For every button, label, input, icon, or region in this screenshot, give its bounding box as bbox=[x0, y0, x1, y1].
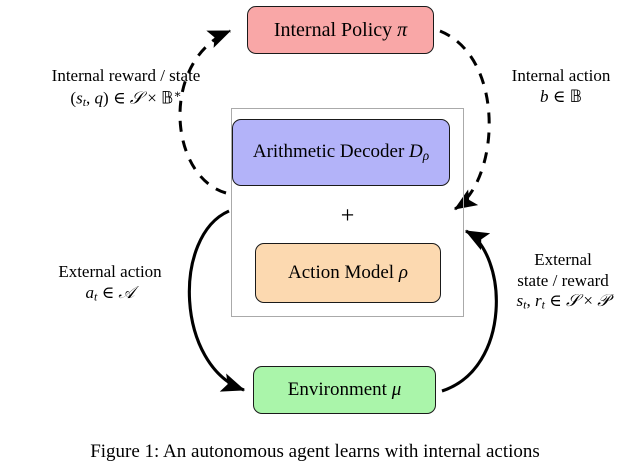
arithmetic-decoder-label: Arithmetic Decoder Dρ bbox=[252, 140, 430, 163]
figure-caption: Figure 1: An autonomous agent learns wit… bbox=[90, 441, 540, 462]
agent-container bbox=[231, 108, 464, 317]
action-model-label: Action Model ρ bbox=[288, 261, 408, 283]
label-external-state-reward-line2: state / reward bbox=[517, 270, 609, 290]
label-external-action-line1: External action bbox=[58, 262, 162, 281]
label-internal-action: Internal action b ∈ 𝔹 bbox=[492, 66, 630, 107]
label-external-action-line2: at ∈ 𝒜 bbox=[85, 282, 135, 304]
edge-environment-to-agent bbox=[441, 229, 498, 393]
environment-node[interactable]: Environment μ bbox=[253, 366, 436, 414]
label-internal-action-line1: Internal action bbox=[511, 66, 611, 85]
internal-policy-label: Internal Policy π bbox=[273, 19, 408, 41]
edge-agent-to-environment bbox=[187, 209, 246, 392]
environment-label: Environment μ bbox=[287, 378, 402, 400]
label-internal-reward-state-line2: (st, q) ∈ 𝒮 × 𝔹∗ bbox=[70, 86, 182, 109]
label-internal-reward-state: Internal reward / state (st, q) ∈ 𝒮 × 𝔹∗ bbox=[6, 66, 246, 109]
internal-policy-node[interactable]: Internal Policy π bbox=[247, 6, 434, 54]
arithmetic-decoder-node[interactable]: Arithmetic Decoder Dρ bbox=[232, 119, 450, 186]
plus-operator: + bbox=[231, 202, 464, 229]
edge-policy-to-agent bbox=[439, 29, 491, 211]
label-external-action: External action at ∈ 𝒜 bbox=[14, 262, 206, 304]
plus-operator-label: + bbox=[340, 202, 355, 229]
edge-agent-to-policy bbox=[178, 29, 232, 195]
label-internal-action-line2: b ∈ 𝔹 bbox=[539, 86, 583, 107]
label-internal-reward-state-line1: Internal reward / state bbox=[51, 66, 201, 85]
label-external-state-reward: External state / reward st, rt ∈ 𝒮 × 𝒫 bbox=[496, 250, 630, 313]
label-external-state-reward-line3: st, rt ∈ 𝒮 × 𝒫 bbox=[516, 291, 610, 313]
label-external-state-reward-line1: External bbox=[534, 250, 592, 269]
action-model-node[interactable]: Action Model ρ bbox=[255, 243, 441, 303]
